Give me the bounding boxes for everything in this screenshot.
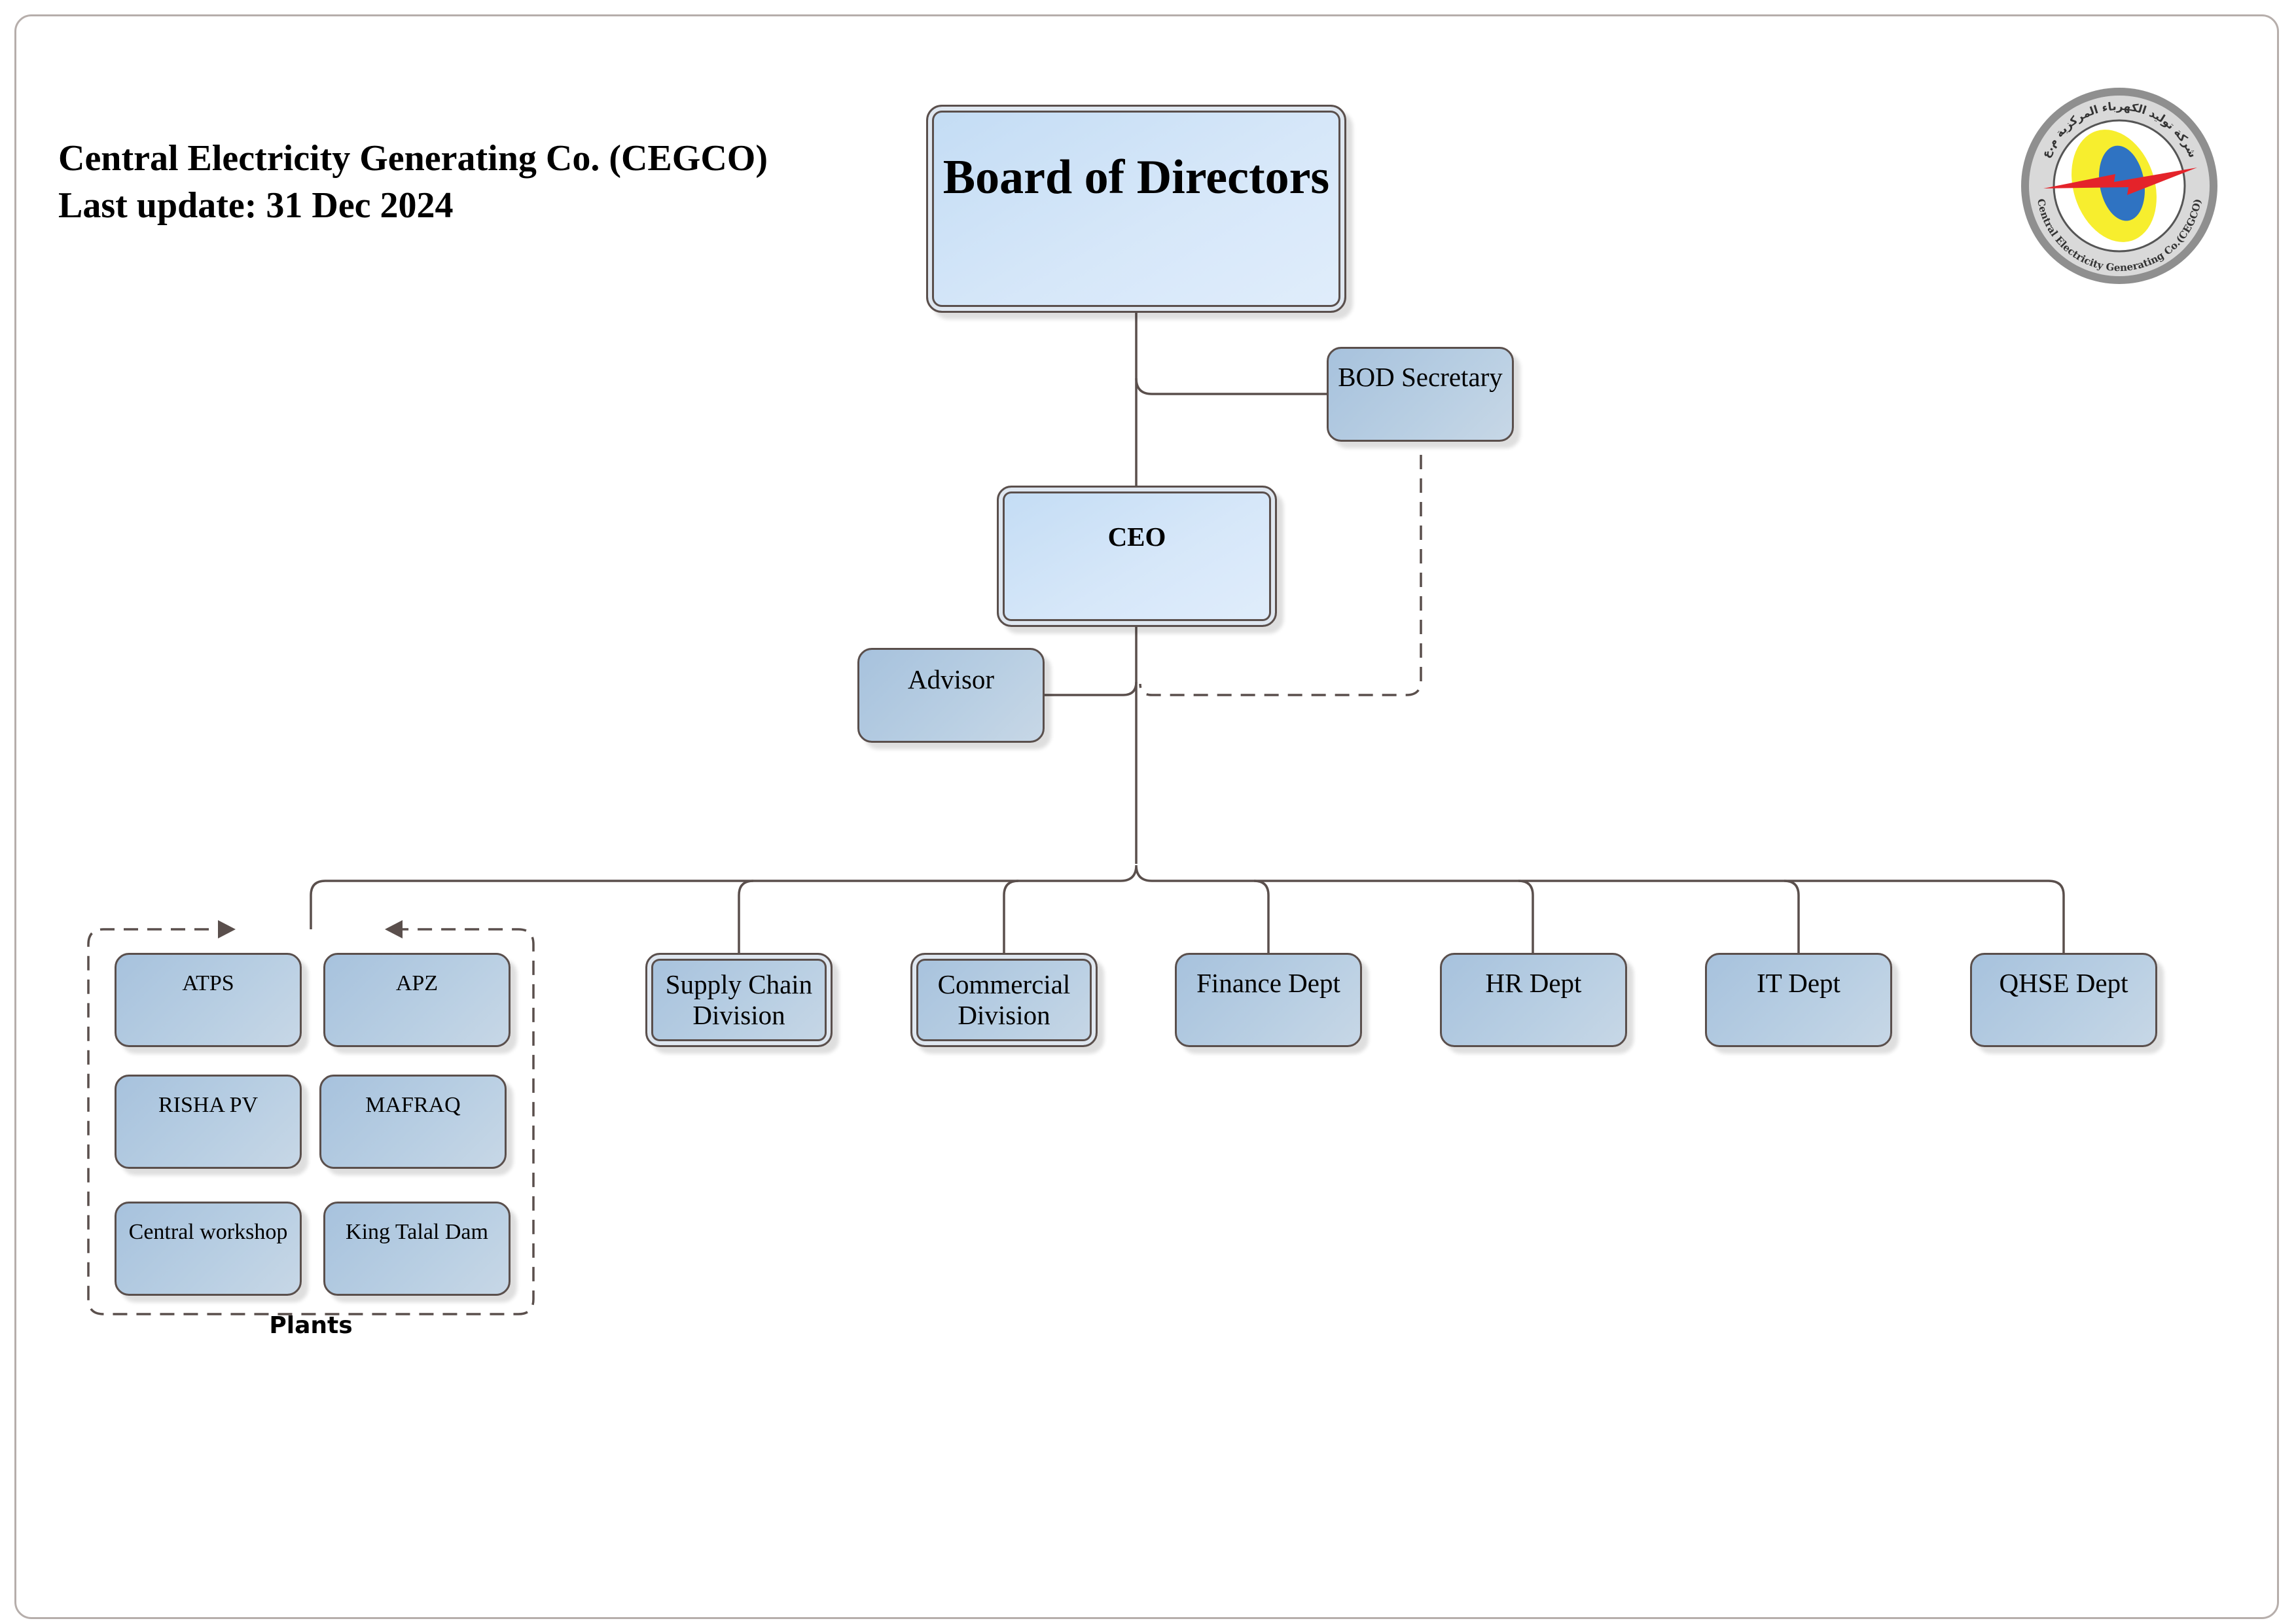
drop-supply-chain <box>738 880 754 953</box>
departments-bus-line <box>310 865 2065 953</box>
board-of-directors-box[interactable]: Board of Directors <box>926 105 1346 313</box>
dept-supply-chain-division[interactable]: Supply Chain Division <box>645 953 833 1047</box>
dept-finance-label: Finance Dept <box>1196 968 1340 998</box>
ceo-to-advisor-line <box>1043 681 1138 696</box>
plants-arrow-right-icon <box>218 920 236 938</box>
plant-central-workshop[interactable]: Central workshop <box>115 1202 302 1296</box>
ceo-label: CEO <box>1107 522 1166 552</box>
advisor-box[interactable]: Advisor <box>857 648 1045 743</box>
board-of-directors-label: Board of Directors <box>942 151 1330 204</box>
dept-it[interactable]: IT Dept <box>1705 953 1892 1047</box>
dept-commercial-line1: Commercial <box>937 969 1071 999</box>
plant-king-talal-dam[interactable]: King Talal Dam <box>323 1202 511 1296</box>
plant-atps[interactable]: ATPS <box>115 953 302 1047</box>
plant-apz[interactable]: APZ <box>323 953 511 1047</box>
ceo-box[interactable]: CEO <box>997 486 1277 627</box>
drop-commercial <box>1003 880 1019 953</box>
dept-qhse-label: QHSE Dept <box>1999 968 2128 998</box>
advisor-label: Advisor <box>907 664 995 694</box>
cegco-logo-icon: شركة توليد الكهرباء المركزية م.ع Central… <box>2021 88 2217 284</box>
company-title: Central Electricity Generating Co. (CEGC… <box>58 138 768 179</box>
drop-it <box>1784 880 1800 953</box>
dept-qhse[interactable]: QHSE Dept <box>1970 953 2157 1047</box>
plant-risha-pv-label: RISHA PV <box>158 1093 259 1117</box>
plant-central-workshop-label: Central workshop <box>128 1220 288 1244</box>
plant-mafraq[interactable]: MAFRAQ <box>319 1075 507 1169</box>
dept-hr[interactable]: HR Dept <box>1440 953 1627 1047</box>
plant-king-talal-dam-label: King Talal Dam <box>346 1220 488 1244</box>
last-update-text: Last update: 31 Dec 2024 <box>58 185 454 226</box>
dept-commercial-label: Commercial Division <box>938 969 1071 1031</box>
drop-hr <box>1518 880 1534 953</box>
board-to-secretary-line <box>1135 378 1329 395</box>
plant-apz-label: APZ <box>395 971 439 995</box>
plants-group-label: Plants <box>269 1312 353 1339</box>
plant-atps-label: ATPS <box>182 971 234 995</box>
dept-supply-chain-line1: Supply Chain <box>665 969 813 999</box>
bod-secretary-label: BOD Secretary <box>1338 362 1503 392</box>
plants-arrow-left-icon <box>385 920 403 938</box>
dept-hr-label: HR Dept <box>1485 968 1582 998</box>
bod-secretary-box[interactable]: BOD Secretary <box>1327 347 1514 442</box>
dept-it-label: IT Dept <box>1757 968 1840 998</box>
dept-commercial-division[interactable]: Commercial Division <box>910 953 1098 1047</box>
dept-finance[interactable]: Finance Dept <box>1175 953 1362 1047</box>
drop-finance <box>1253 880 1270 953</box>
dept-supply-chain-label: Supply Chain Division <box>666 969 812 1031</box>
secretary-dashed-link <box>1139 455 1422 696</box>
plant-risha-pv[interactable]: RISHA PV <box>115 1075 302 1169</box>
dept-supply-chain-line2: Division <box>692 1000 785 1030</box>
plant-mafraq-label: MAFRAQ <box>365 1093 461 1117</box>
dept-commercial-line2: Division <box>958 1000 1050 1030</box>
plants-group-outline <box>87 928 535 1315</box>
